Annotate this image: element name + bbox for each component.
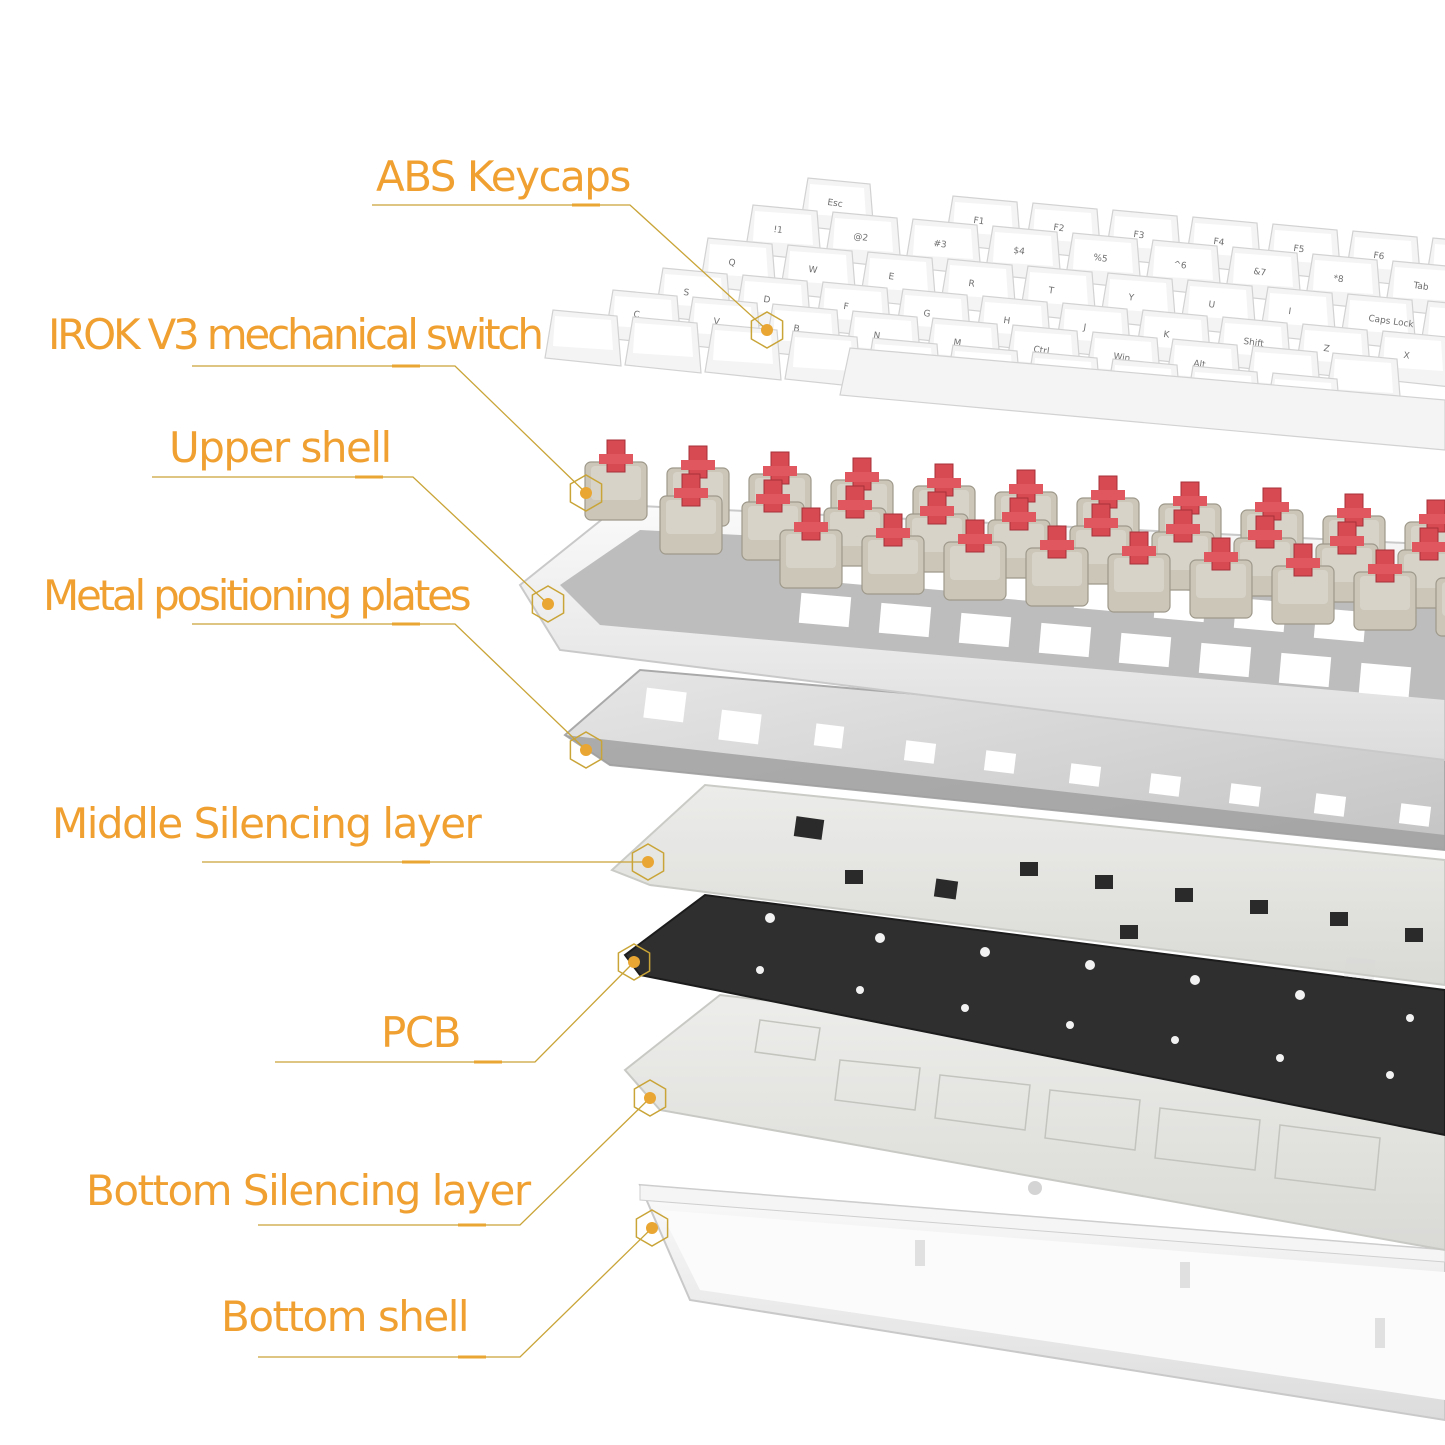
hexagon-markers bbox=[531, 311, 784, 1247]
switch bbox=[1271, 543, 1335, 625]
label-irok-v3-mechanical-switch: IROK V3 mechanical switch bbox=[48, 310, 544, 359]
keycap bbox=[704, 323, 782, 381]
key-legend: F2 bbox=[1053, 223, 1065, 234]
key-legend: D bbox=[763, 295, 771, 306]
key-legend: F6 bbox=[1373, 251, 1385, 262]
key-legend: Alt bbox=[1193, 359, 1207, 371]
label-pcb: PCB bbox=[381, 1008, 461, 1057]
hexagon-marker-icon bbox=[750, 311, 784, 349]
key-legend: ^6 bbox=[1173, 260, 1188, 272]
hexagon-marker-icon bbox=[569, 731, 603, 769]
key-legend: G bbox=[923, 309, 931, 320]
key-legend: F3 bbox=[1133, 230, 1145, 241]
hexagon-marker-icon bbox=[531, 585, 565, 623]
key-legend: U bbox=[1208, 300, 1216, 311]
key-legend: F5 bbox=[1293, 244, 1305, 255]
key-legend: Z bbox=[1323, 344, 1331, 355]
key-legend: W bbox=[808, 265, 818, 276]
label-abs-keycaps: ABS Keycaps bbox=[376, 152, 631, 201]
leader-lines bbox=[152, 204, 768, 1358]
key-legend: N bbox=[873, 331, 881, 342]
key-legend: X bbox=[1403, 351, 1411, 362]
key-legend: K bbox=[1163, 330, 1171, 341]
keycaps-layer: EscF1F2F3F4F5F6~`!1@2#3$4%5^6&7*8TabQWER… bbox=[544, 177, 1445, 451]
label-middle-silencing-layer: Middle Silencing layer bbox=[52, 799, 482, 848]
key-legend: @2 bbox=[853, 232, 869, 244]
key-legend: %5 bbox=[1093, 253, 1109, 265]
hexagon-marker-icon bbox=[633, 1079, 667, 1117]
switch bbox=[1353, 549, 1417, 631]
key-legend: E bbox=[888, 272, 895, 283]
key-legend: Esc bbox=[827, 198, 844, 210]
key-legend: J bbox=[1082, 323, 1087, 333]
switch bbox=[1397, 527, 1445, 609]
middle-silencing-layer bbox=[610, 783, 1445, 987]
hexagon-marker-icon bbox=[631, 843, 665, 881]
label-metal-positioning-plates: Metal positioning plates bbox=[43, 571, 472, 620]
bottom-shell-layer bbox=[638, 1183, 1445, 1422]
key-legend: M bbox=[953, 338, 962, 349]
switch bbox=[584, 439, 648, 521]
key-legend: B bbox=[793, 324, 801, 335]
switch bbox=[1025, 525, 1089, 607]
key-legend: F4 bbox=[1213, 237, 1225, 248]
key-legend: #3 bbox=[933, 239, 948, 251]
key-legend: &7 bbox=[1253, 267, 1267, 279]
hexagon-marker-icon bbox=[635, 1209, 669, 1247]
key-legend: I bbox=[1288, 307, 1292, 317]
mechanical-switches-layer bbox=[584, 439, 1445, 637]
key-legend: C bbox=[633, 310, 641, 321]
keycap-spacebar bbox=[839, 347, 1445, 451]
key-legend: *8 bbox=[1333, 274, 1345, 285]
hexagon-marker-icon bbox=[617, 943, 651, 981]
keycap bbox=[544, 309, 622, 367]
label-bottom-shell: Bottom shell bbox=[221, 1292, 470, 1341]
key-legend: Y bbox=[1127, 293, 1135, 304]
key-legend: S bbox=[683, 288, 690, 299]
key-legend: V bbox=[713, 317, 721, 328]
keycap bbox=[624, 316, 702, 374]
switch bbox=[1435, 577, 1445, 637]
key-legend: T bbox=[1047, 286, 1055, 297]
leader-accent-bars bbox=[355, 203, 600, 1359]
hexagon-marker-icon bbox=[569, 474, 603, 512]
keycap bbox=[784, 330, 862, 388]
key-legend: H bbox=[1003, 316, 1011, 327]
switch bbox=[1189, 537, 1253, 619]
switch bbox=[861, 513, 925, 595]
label-upper-shell: Upper shell bbox=[169, 423, 392, 472]
switch bbox=[943, 519, 1007, 601]
key-legend: F bbox=[843, 302, 850, 313]
key-legend: F1 bbox=[973, 216, 985, 227]
key-legend: R bbox=[968, 279, 976, 290]
switch bbox=[779, 507, 843, 589]
key-legend: $4 bbox=[1013, 246, 1026, 258]
key-legend: !1 bbox=[773, 225, 784, 236]
key-legend: Tab bbox=[1412, 281, 1430, 293]
switch bbox=[1107, 531, 1171, 613]
label-bottom-silencing-layer: Bottom Silencing layer bbox=[86, 1166, 531, 1215]
metal-positioning-plate-layer bbox=[563, 668, 1445, 852]
key-legend: Q bbox=[728, 258, 736, 269]
switch bbox=[659, 473, 723, 555]
